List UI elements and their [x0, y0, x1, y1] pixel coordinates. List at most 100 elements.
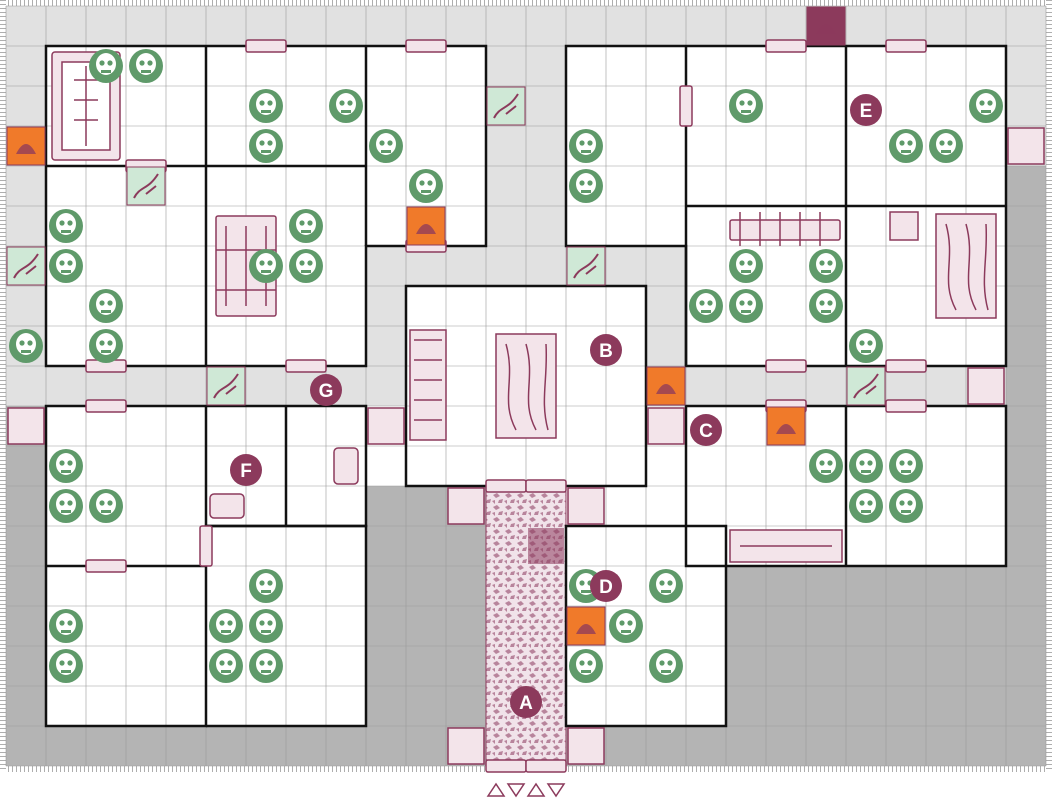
cupboard-furniture [889, 211, 919, 241]
marker-d[interactable]: D [590, 570, 622, 602]
skeleton-monster[interactable] [329, 89, 363, 123]
door[interactable] [885, 399, 927, 413]
door[interactable] [679, 85, 693, 127]
frame-right [1046, 0, 1052, 772]
marker-f[interactable]: F [230, 454, 262, 486]
table-furniture [495, 333, 557, 439]
door[interactable] [199, 525, 213, 567]
skeleton-monster[interactable] [609, 609, 643, 643]
secret-door-tile[interactable] [846, 366, 886, 406]
marker-a[interactable]: A [510, 686, 542, 718]
skeleton-monster[interactable] [849, 489, 883, 523]
stone-block [567, 727, 605, 765]
secret-doors [6, 86, 886, 406]
orc-monster[interactable] [209, 649, 243, 683]
door[interactable] [525, 759, 567, 773]
pit-trap[interactable] [6, 126, 46, 166]
skeleton-monster[interactable] [889, 449, 923, 483]
door[interactable] [485, 759, 527, 773]
door[interactable] [885, 359, 927, 373]
door[interactable] [85, 399, 127, 413]
fimir-monster[interactable] [209, 609, 243, 643]
door[interactable] [485, 479, 527, 493]
fimir-monster[interactable] [569, 649, 603, 683]
skeleton-monster[interactable] [969, 89, 1003, 123]
furniture [51, 51, 997, 563]
secret-door-tile[interactable] [486, 86, 526, 126]
orc-monster[interactable] [809, 449, 843, 483]
marker-c[interactable]: C [690, 414, 722, 446]
skeleton-monster[interactable] [289, 209, 323, 243]
skeleton-monster[interactable] [689, 289, 723, 323]
door[interactable] [885, 39, 927, 53]
fimir-monster[interactable] [569, 169, 603, 203]
rock-area-right [1006, 166, 1046, 766]
door[interactable] [525, 479, 567, 493]
orc-monster[interactable] [849, 329, 883, 363]
skeleton-monster[interactable] [9, 329, 43, 363]
door[interactable] [765, 359, 807, 373]
pit-trap[interactable] [646, 366, 686, 406]
wall [564, 524, 728, 728]
wall [404, 284, 648, 488]
fimir-monster[interactable] [89, 289, 123, 323]
fimir-monster[interactable] [249, 249, 283, 283]
door[interactable] [285, 359, 327, 373]
door[interactable] [405, 39, 447, 53]
door[interactable] [85, 559, 127, 573]
frame-top [0, 0, 1052, 6]
fimir-monster[interactable] [729, 89, 763, 123]
secret-door-tile[interactable] [206, 366, 246, 406]
fimir-monster[interactable] [569, 129, 603, 163]
skeleton-monster[interactable] [249, 609, 283, 643]
skeleton-monster[interactable] [49, 609, 83, 643]
skeleton-monster[interactable] [89, 329, 123, 363]
block-trap[interactable] [566, 606, 606, 646]
stone-block [647, 407, 685, 445]
pit-trap[interactable] [406, 206, 446, 246]
fimir-monster[interactable] [89, 489, 123, 523]
skeleton-monster[interactable] [369, 129, 403, 163]
door[interactable] [245, 39, 287, 53]
marker-label: A [519, 693, 533, 714]
marker-label: F [240, 461, 252, 482]
zombie-monster[interactable] [49, 209, 83, 243]
goblin-monster[interactable] [249, 569, 283, 603]
barrel-furniture [333, 447, 359, 485]
chest-trap[interactable] [806, 6, 846, 46]
door[interactable] [765, 39, 807, 53]
spear-trap[interactable] [766, 406, 806, 446]
orc-monster[interactable] [49, 449, 83, 483]
zombie-monster[interactable] [409, 169, 443, 203]
secret-door-tile[interactable] [126, 166, 166, 206]
goblin-monster[interactable] [49, 249, 83, 283]
fimir-monster[interactable] [249, 129, 283, 163]
skeleton-monster[interactable] [49, 489, 83, 523]
bookcase-furniture [729, 529, 843, 563]
skeleton-monster[interactable] [249, 649, 283, 683]
secret-door-tile[interactable] [566, 246, 606, 286]
skeleton-monster[interactable] [729, 289, 763, 323]
marker-e[interactable]: E [850, 94, 882, 126]
goblin-monster[interactable] [249, 89, 283, 123]
marker-b[interactable]: B [590, 334, 622, 366]
marker-g[interactable]: G [310, 374, 342, 406]
fimir-monster[interactable] [849, 449, 883, 483]
barrel-furniture [209, 493, 245, 519]
monsters [9, 49, 1003, 683]
skeleton-monster[interactable] [649, 649, 683, 683]
skeleton-monster[interactable] [889, 129, 923, 163]
zombie-monster[interactable] [809, 289, 843, 323]
orc-monster[interactable] [89, 49, 123, 83]
goblin-monster[interactable] [649, 569, 683, 603]
fimir-monster[interactable] [889, 489, 923, 523]
skeleton-monster[interactable] [809, 249, 843, 283]
skeleton-monster[interactable] [929, 129, 963, 163]
orc-monster[interactable] [729, 249, 763, 283]
stone-block [367, 407, 405, 445]
goblin-monster[interactable] [129, 49, 163, 83]
fimir-monster[interactable] [289, 249, 323, 283]
secret-door-tile[interactable] [6, 246, 46, 286]
stone-block [447, 487, 485, 525]
skeleton-monster[interactable] [49, 649, 83, 683]
